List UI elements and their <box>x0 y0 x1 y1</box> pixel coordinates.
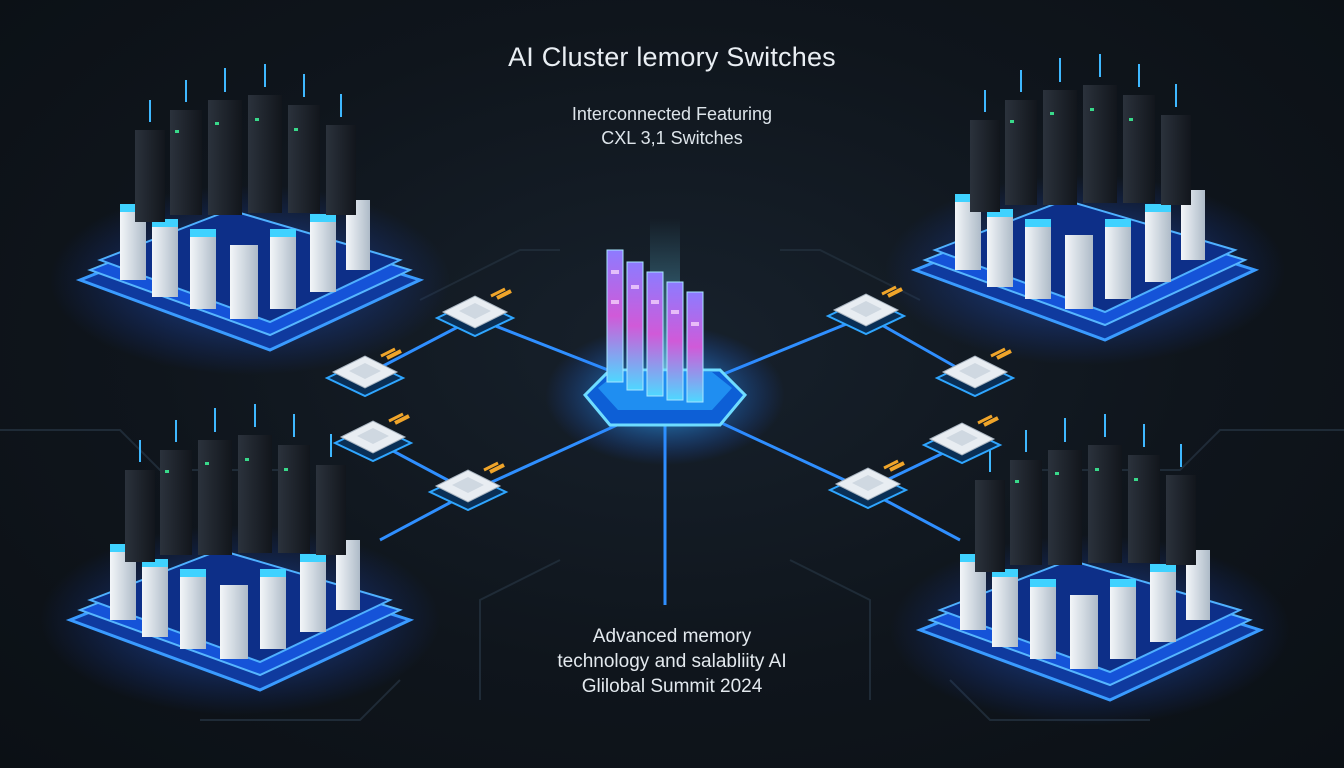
caption-line-1: Advanced memory <box>592 626 752 647</box>
switch-chip-4 <box>428 461 508 512</box>
page-title: AI Cluster lemory Switches <box>508 42 836 72</box>
caption-line-2: technology and salabliity AI <box>557 651 787 672</box>
central-memory-hub <box>545 218 785 465</box>
subtitle: Interconnected Featuring CXL 3,1 Switche… <box>0 102 1344 150</box>
subtitle-line-1: Interconnected Featuring <box>571 104 773 124</box>
caption-line-3: Glilobal Summit 2024 <box>581 676 763 697</box>
memory-modules <box>606 249 704 403</box>
subtitle-line-2: CXL 3,1 Switches <box>601 128 743 148</box>
cluster-top-right <box>883 52 1287 367</box>
switch-chip-8 <box>828 459 908 510</box>
footer-caption: Advanced memory technology and salabliit… <box>0 624 1344 699</box>
switch-chip-6 <box>935 347 1015 398</box>
